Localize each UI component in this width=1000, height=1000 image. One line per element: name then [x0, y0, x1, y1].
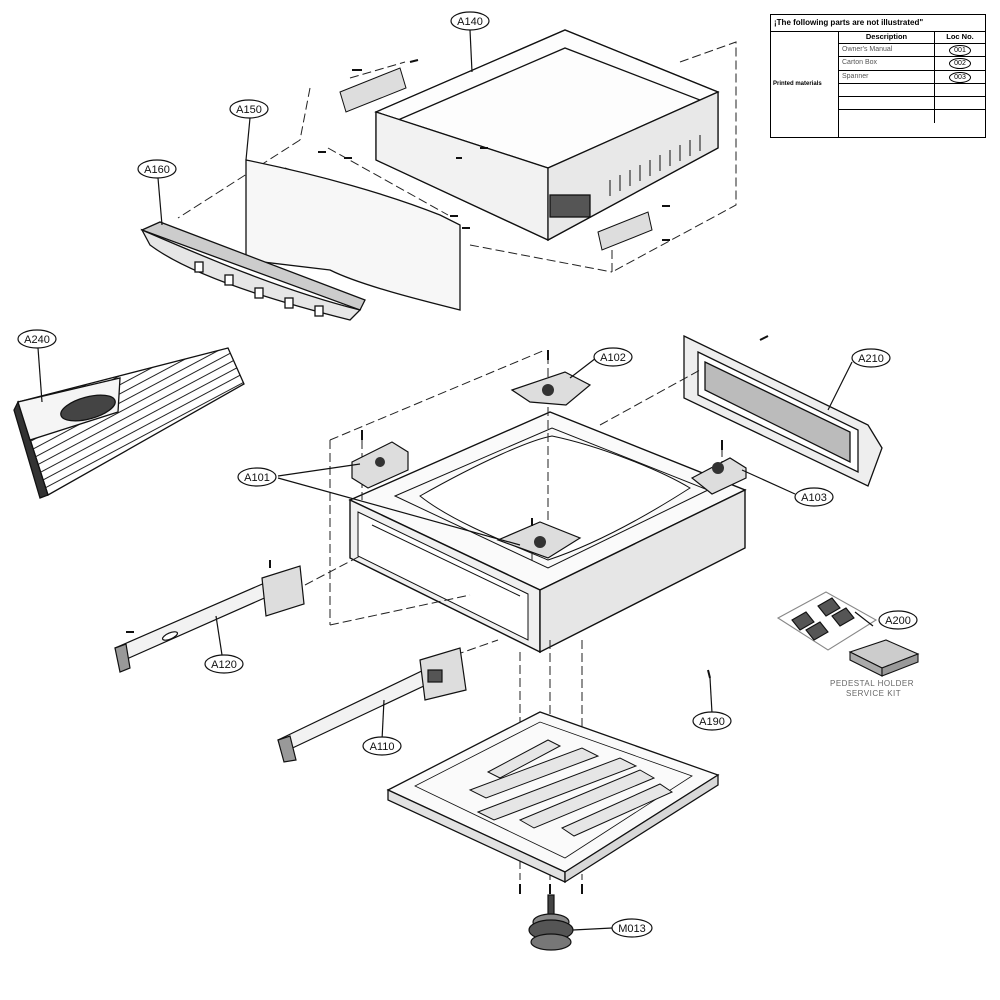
callout-a103: A103 [794, 487, 834, 507]
row-loc: 002 [949, 58, 971, 70]
row-loc: 003 [949, 71, 971, 83]
svg-text:A190: A190 [699, 716, 725, 728]
table-row: Owner's Manual 001 [839, 44, 985, 58]
header-loc: Loc No. [946, 32, 974, 41]
holder-service-kit [776, 591, 920, 677]
screws-middle [126, 350, 723, 679]
callout-a150: A150 [229, 99, 269, 119]
bracket-a103 [690, 457, 747, 495]
svg-text:A240: A240 [24, 334, 50, 346]
svg-text:A101: A101 [244, 472, 270, 484]
row-loc [935, 110, 985, 123]
callout-a140: A140 [450, 11, 490, 31]
bracket-dark-details [375, 384, 724, 548]
svg-text:A200: A200 [885, 615, 911, 627]
rear-rail [683, 334, 883, 487]
table-row: Spanner 003 [839, 70, 985, 84]
callout-a240: A240 [17, 329, 57, 349]
parts-not-illustrated-table: ¡The following parts are not illustrated… [770, 14, 986, 138]
tray-latch-block [549, 194, 591, 218]
svg-text:A110: A110 [370, 741, 395, 753]
svg-text:A150: A150 [236, 104, 262, 116]
svg-text:A103: A103 [801, 492, 827, 504]
base-plate-ribs [468, 739, 674, 837]
header-description: Description [839, 31, 935, 44]
kit-label-line1: PEDESTAL HOLDER [830, 679, 914, 688]
pedestal-front-panel [13, 347, 245, 499]
drawer-front-hooks [194, 261, 324, 317]
table-title: ¡The following parts are not illustrated… [771, 15, 985, 32]
callout-a101: A101 [237, 467, 277, 487]
table-category: Printed materials [771, 31, 839, 137]
slide-rail-right [277, 647, 467, 763]
base-screws [519, 884, 583, 894]
pedestal-base-plate [386, 711, 720, 884]
row-loc [935, 84, 985, 96]
callout-a190: A190 [692, 711, 732, 731]
table-row [839, 97, 985, 111]
svg-text:A140: A140 [457, 16, 483, 28]
callout-m013: M013 [611, 918, 653, 938]
leveling-foot [528, 894, 574, 951]
table-row: Carton Box 002 [839, 57, 985, 71]
drawer-tray [374, 29, 720, 242]
callout-a210: A210 [851, 348, 891, 368]
svg-text:A102: A102 [600, 352, 626, 364]
tray-brackets [339, 67, 653, 251]
tray-vents [609, 135, 701, 196]
callout-a110: A110 [362, 736, 402, 756]
row-description: Owner's Manual [839, 44, 935, 57]
row-description [839, 110, 935, 124]
table-row [839, 110, 985, 124]
row-description: Carton Box [839, 57, 935, 70]
table-row [839, 83, 985, 97]
slide-rail-left [114, 565, 305, 673]
svg-text:M013: M013 [618, 923, 646, 935]
drawer-front [140, 159, 461, 321]
svg-text:A210: A210 [858, 353, 884, 365]
table-header-row: Description Loc No. [839, 31, 985, 45]
row-description [839, 97, 935, 110]
callout-a200: A200 [878, 610, 918, 630]
callout-a120: A120 [204, 654, 244, 674]
row-loc [935, 97, 985, 109]
row-description: Spanner [839, 70, 935, 83]
callout-a102: A102 [593, 347, 633, 367]
row-loc: 001 [949, 45, 971, 57]
screws-top [318, 59, 670, 241]
callout-a160: A160 [137, 159, 177, 179]
svg-text:A160: A160 [144, 164, 170, 176]
row-description [839, 83, 935, 96]
leader-lines [37, 29, 874, 931]
svg-text:A120: A120 [211, 659, 237, 671]
kit-label-line2: SERVICE KIT [846, 689, 901, 698]
